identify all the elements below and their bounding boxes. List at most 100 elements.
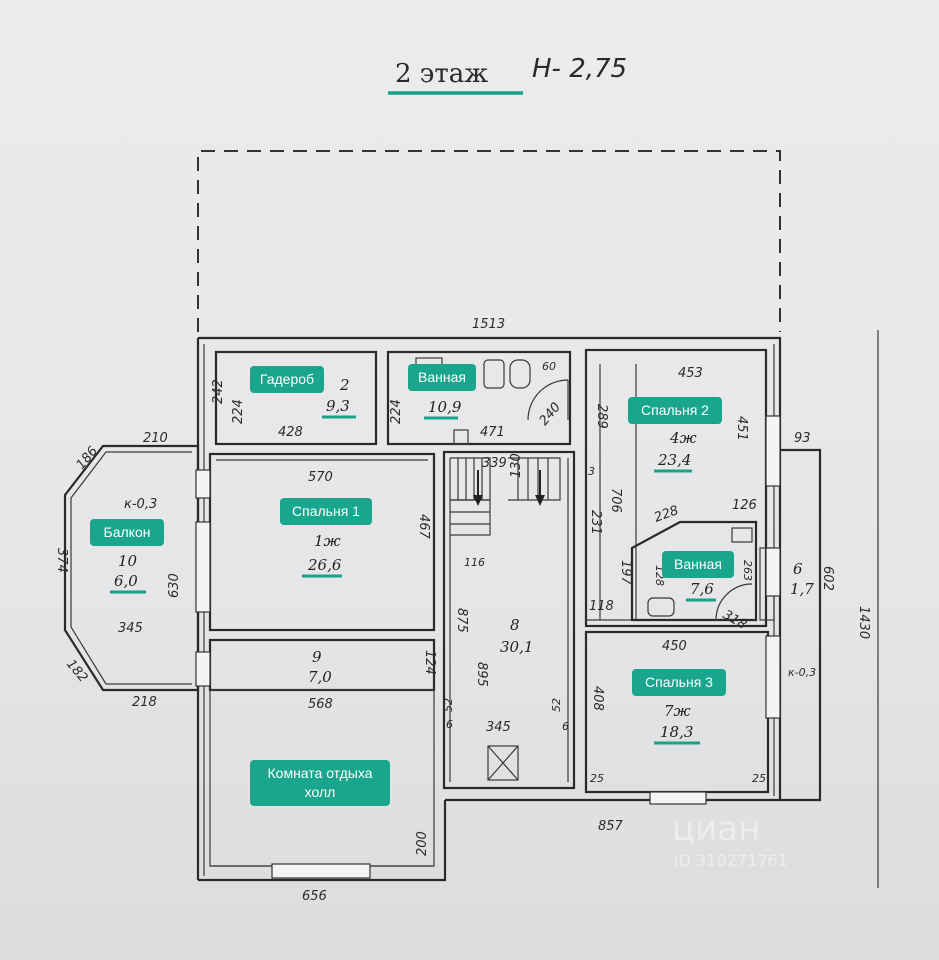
area-bedroom2: 23,4 bbox=[657, 451, 691, 469]
fixtures bbox=[415, 357, 753, 621]
label-bedroom3: Спальня 3 bbox=[645, 674, 713, 690]
area-bath2: 7,6 bbox=[690, 580, 714, 598]
svg-text:218: 218 bbox=[132, 695, 157, 710]
watermark-id: ID 310271761 bbox=[674, 851, 788, 870]
svg-text:224: 224 bbox=[389, 399, 404, 424]
svg-text:60: 60 bbox=[542, 360, 556, 373]
svg-text:4ж: 4ж bbox=[669, 429, 697, 447]
watermark-brand: циан bbox=[672, 809, 760, 849]
svg-text:9: 9 bbox=[312, 648, 322, 666]
label-garderob-bg bbox=[250, 366, 324, 393]
label-bath1: Ванная bbox=[418, 369, 466, 385]
svg-text:7ж: 7ж bbox=[664, 702, 691, 720]
svg-text:706: 706 bbox=[608, 488, 623, 513]
svg-text:210: 210 bbox=[143, 431, 168, 446]
svg-text:408: 408 bbox=[590, 686, 605, 711]
stairs bbox=[450, 457, 561, 536]
svg-text:1,7: 1,7 bbox=[790, 580, 814, 598]
skylight bbox=[487, 745, 519, 781]
svg-text:263: 263 bbox=[741, 560, 754, 581]
svg-text:126: 126 bbox=[732, 498, 757, 513]
svg-text:224: 224 bbox=[231, 399, 246, 424]
label-bath2: Ванная bbox=[674, 556, 722, 572]
svg-text:118: 118 bbox=[589, 599, 614, 614]
area-balcony: 6,0 bbox=[114, 572, 138, 590]
svg-text:200: 200 bbox=[415, 831, 430, 856]
svg-text:345: 345 bbox=[486, 720, 511, 735]
svg-text:318: 318 bbox=[720, 607, 749, 632]
svg-text:52: 52 bbox=[442, 698, 455, 712]
svg-text:1513: 1513 bbox=[472, 317, 505, 332]
svg-text:240: 240 bbox=[537, 400, 564, 429]
label-garderob: Гадероб bbox=[260, 371, 314, 387]
wall-bath1 bbox=[386, 350, 572, 446]
balcony-outline bbox=[63, 444, 200, 692]
svg-text:875: 875 bbox=[454, 608, 469, 633]
floor-title: 2 этаж bbox=[395, 59, 488, 89]
svg-text:568: 568 bbox=[308, 697, 333, 712]
label-rest: Комната отдыха bbox=[268, 765, 373, 781]
svg-text:857: 857 bbox=[598, 819, 624, 834]
svg-text:602: 602 bbox=[820, 566, 835, 591]
svg-text:25: 25 bbox=[752, 772, 766, 785]
svg-text:116: 116 bbox=[464, 556, 485, 569]
svg-text:130: 130 bbox=[509, 453, 524, 478]
svg-text:895: 895 bbox=[474, 662, 489, 687]
dashed-outline bbox=[197, 150, 781, 332]
svg-text:242: 242 bbox=[211, 379, 226, 404]
svg-text:428: 428 bbox=[278, 425, 303, 440]
svg-text:10: 10 bbox=[118, 552, 138, 570]
svg-text:124: 124 bbox=[422, 650, 437, 675]
label-bedroom1: Спальня 1 bbox=[292, 503, 360, 519]
svg-text:630: 630 bbox=[167, 573, 182, 598]
area-bedroom1: 26,6 bbox=[307, 556, 342, 574]
svg-text:339: 339 bbox=[482, 456, 507, 471]
area-bedroom3: 18,3 bbox=[660, 723, 693, 741]
svg-text:2: 2 bbox=[339, 376, 350, 394]
wall-bath2 bbox=[630, 520, 758, 622]
svg-text:231: 231 bbox=[588, 510, 603, 535]
svg-text:345: 345 bbox=[118, 621, 143, 636]
outer-wall-top bbox=[198, 336, 782, 450]
svg-text:6: 6 bbox=[562, 720, 569, 733]
area-garderob: 9,3 bbox=[326, 397, 350, 415]
svg-text:25: 25 bbox=[590, 772, 604, 785]
svg-text:570: 570 bbox=[308, 470, 333, 485]
svg-text:30,1: 30,1 bbox=[500, 638, 533, 656]
label-balcony: Балкон bbox=[104, 524, 151, 540]
svg-text:374: 374 bbox=[54, 548, 69, 573]
right-annex bbox=[780, 448, 822, 802]
svg-text:7,0: 7,0 bbox=[308, 668, 332, 686]
svg-text:6: 6 bbox=[793, 560, 803, 578]
svg-text:6: 6 bbox=[446, 718, 453, 731]
svg-text:93: 93 bbox=[794, 431, 811, 446]
svg-text:450: 450 bbox=[662, 639, 687, 654]
svg-text:453: 453 bbox=[678, 366, 703, 381]
svg-text:к-0,3: к-0,3 bbox=[124, 497, 157, 512]
svg-text:289: 289 bbox=[594, 404, 609, 429]
area-bath1: 10,9 bbox=[428, 398, 462, 416]
svg-text:451: 451 bbox=[734, 416, 749, 441]
floor-height: Н- 2,75 bbox=[532, 54, 627, 84]
label-rest-2: холл bbox=[305, 784, 336, 800]
svg-text:228: 228 bbox=[652, 503, 680, 526]
windows bbox=[195, 415, 781, 879]
svg-text:1430: 1430 bbox=[856, 606, 871, 639]
svg-text:197: 197 bbox=[618, 560, 633, 586]
wall-bedroom2 bbox=[584, 348, 768, 628]
svg-text:467: 467 bbox=[416, 514, 431, 540]
svg-text:52: 52 bbox=[550, 698, 563, 712]
svg-text:182: 182 bbox=[63, 657, 90, 686]
outer-wall-bottom-left bbox=[198, 800, 447, 882]
room-areas: 2 9,3 10,9 4ж 23,4 к-0,3 10 6,0 1ж 26,6 … bbox=[110, 376, 814, 745]
label-bedroom2: Спальня 2 bbox=[641, 402, 709, 418]
svg-text:471: 471 bbox=[480, 425, 505, 440]
wall-hall bbox=[442, 450, 576, 790]
wall-garderob bbox=[214, 350, 378, 446]
svg-text:656: 656 bbox=[302, 889, 327, 904]
svg-text:к-0,3: к-0,3 bbox=[788, 666, 816, 679]
room-labels: Гадероб Ванная Спальня 2 Балкон Спальня … bbox=[90, 364, 734, 806]
dimensions: 1513 453 93 1430 602 242 224 428 224 471… bbox=[54, 317, 879, 904]
svg-text:1ж: 1ж bbox=[314, 532, 341, 550]
